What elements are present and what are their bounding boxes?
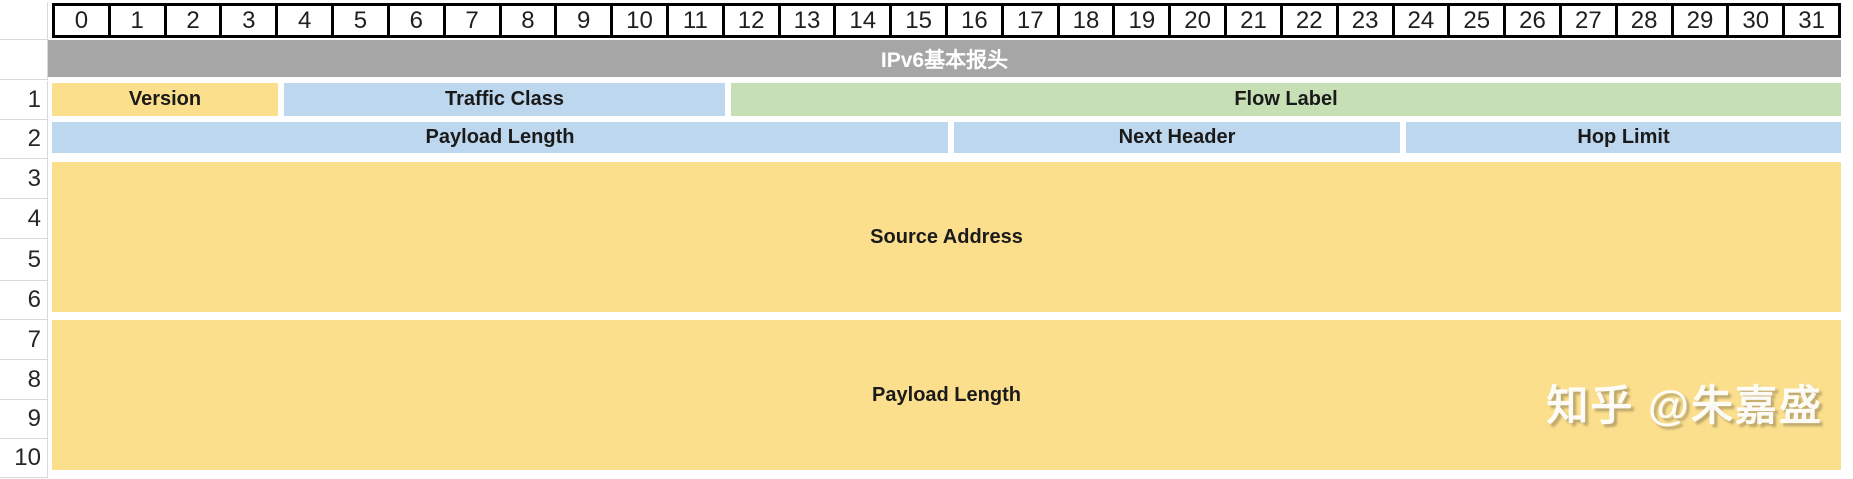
field-next-header: Next Header	[954, 122, 1400, 153]
row-number-cell-empty	[0, 2, 48, 40]
bit-label: 30	[1726, 6, 1783, 35]
bit-label: 20	[1168, 6, 1225, 35]
row-number-cell: 6	[0, 281, 48, 320]
bit-label: 11	[665, 6, 722, 35]
bit-label: 26	[1503, 6, 1559, 35]
bit-label: 14	[833, 6, 890, 35]
row-number-cell: 9	[0, 400, 48, 439]
field-hop-limit-label: Hop Limit	[1577, 126, 1670, 148]
bit-label: 15	[889, 6, 945, 35]
bit-label: 21	[1224, 6, 1280, 35]
bit-label: 18	[1056, 6, 1113, 35]
field-source-address: Source Address	[52, 162, 1841, 312]
bit-label: 29	[1670, 6, 1727, 35]
bit-label: 22	[1279, 6, 1336, 35]
field-traffic-class-label: Traffic Class	[445, 88, 564, 110]
bit-label: 24	[1391, 6, 1448, 35]
field-flow-label: Flow Label	[731, 83, 1841, 116]
bit-label: 27	[1558, 6, 1615, 35]
bit-label: 28	[1614, 6, 1671, 35]
field-payload-length-label: Payload Length	[425, 126, 575, 148]
bit-label: 9	[554, 6, 611, 35]
bit-label: 31	[1782, 6, 1838, 35]
row-number-cell: 7	[0, 320, 48, 360]
bit-label: 8	[498, 6, 555, 35]
field-bottom-block: Payload Length	[52, 320, 1841, 470]
row-number-cell: 3	[0, 159, 48, 199]
row-number-cell: 5	[0, 239, 48, 281]
row-number-cell: 8	[0, 360, 48, 400]
title-band-label: IPv6基本报头	[880, 48, 1009, 72]
bit-label: 19	[1112, 6, 1169, 35]
bit-label: 0	[55, 6, 108, 35]
bit-label: 4	[275, 6, 332, 35]
bit-label: 12	[721, 6, 778, 35]
bit-label: 5	[331, 6, 387, 35]
watermark: 知乎 @朱嘉盛	[1546, 382, 1823, 429]
bit-label: 10	[610, 6, 666, 35]
bit-label: 3	[219, 6, 276, 35]
bit-label: 1	[107, 6, 164, 35]
field-next-header-label: Next Header	[1118, 126, 1236, 148]
bit-label: 23	[1335, 6, 1392, 35]
bit-label: 17	[1000, 6, 1057, 35]
field-payload-length: Payload Length	[52, 122, 948, 153]
field-traffic-class: Traffic Class	[284, 83, 725, 116]
row-number-cell-empty	[0, 40, 48, 80]
field-bottom-block-label: Payload Length	[872, 383, 1021, 406]
field-flow-label-label: Flow Label	[1234, 88, 1338, 110]
row-number-cell: 10	[0, 439, 48, 478]
row-number-cell: 2	[0, 120, 48, 159]
field-version: Version	[52, 83, 278, 116]
row-number-cell: 4	[0, 199, 48, 239]
title-band: IPv6基本报头	[48, 40, 1841, 77]
field-source-address-label: Source Address	[870, 225, 1023, 248]
bit-label: 13	[777, 6, 834, 35]
bit-label: 7	[442, 6, 499, 35]
bit-label: 6	[386, 6, 443, 35]
field-hop-limit: Hop Limit	[1406, 122, 1841, 153]
bit-label: 16	[945, 6, 1001, 35]
bit-label: 2	[163, 6, 220, 35]
field-version-label: Version	[128, 88, 202, 110]
bit-label: 25	[1447, 6, 1504, 35]
row-number-cell: 1	[0, 81, 48, 120]
